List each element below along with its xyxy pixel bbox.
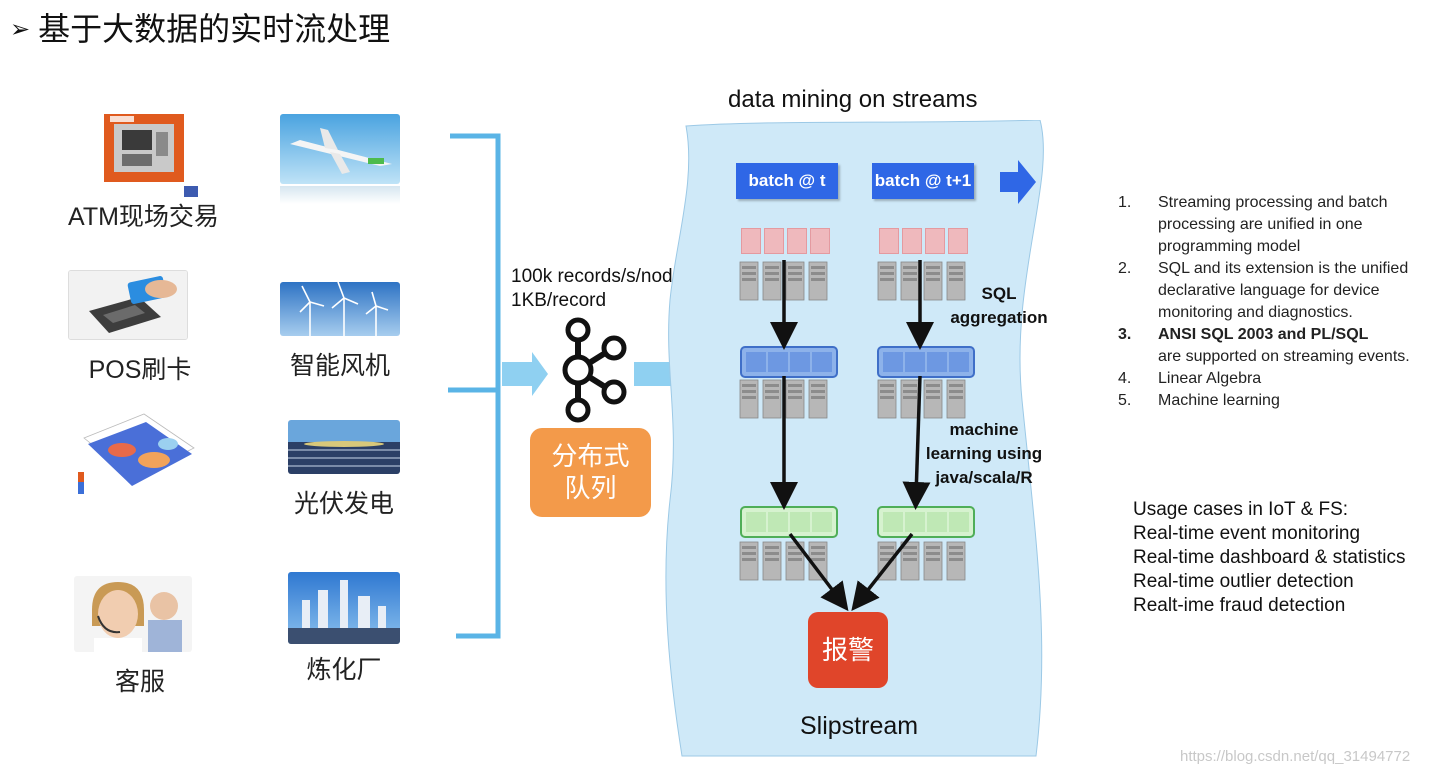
feature-text: Streaming processing and batch processin…	[1158, 194, 1388, 255]
arrow-to-kafka-icon	[502, 352, 548, 396]
title-text: 基于大数据的实时流处理	[38, 11, 391, 47]
kafka-record-size: 1KB/record	[511, 290, 607, 311]
usage-item: Real-time outlier detection	[1133, 571, 1354, 592]
input-records-t1	[879, 228, 968, 254]
kafka-logo-icon	[562, 317, 627, 423]
usage-item: Realt-ime fraud detection	[1133, 595, 1346, 616]
source-label-service: 客服	[114, 668, 165, 696]
solar-farm-icon	[288, 420, 400, 474]
source-label-wind: 智能风机	[289, 352, 390, 380]
queue-label: 分布式 队列	[551, 441, 630, 503]
atm-machine-icon	[100, 112, 188, 184]
feature-item: 4. Linear Algebra	[1118, 368, 1418, 390]
feature-list: 1. Streaming processing and batch proces…	[1118, 192, 1418, 412]
feature-text: Linear Algebra	[1158, 370, 1262, 387]
title-arrow-icon: ➢	[10, 16, 31, 43]
source-label-pos: POS刷卡	[88, 356, 192, 384]
slipstream-label: Slipstream	[800, 712, 919, 740]
feature-item: 5. Machine learning	[1118, 390, 1418, 412]
batch-t-label: batch @ t	[736, 163, 838, 199]
feature-item: 1. Streaming processing and batch proces…	[1118, 192, 1418, 258]
marker-square	[184, 186, 198, 197]
page-title: ➢ 基于大数据的实时流处理	[10, 4, 390, 50]
source-label-refinery: 炼化厂	[306, 656, 382, 684]
flow-arrows	[770, 260, 934, 612]
feature-text: Machine learning	[1158, 392, 1280, 409]
pos-terminal-icon	[68, 270, 188, 340]
airplane-icon	[280, 114, 400, 184]
wind-turbines-icon	[280, 282, 400, 336]
usage-item: Real-time event monitoring	[1133, 523, 1361, 544]
distributed-queue-box: 分布式 队列	[530, 428, 651, 517]
source-label-solar: 光伏发电	[293, 490, 394, 518]
usage-item: Real-time dashboard & statistics	[1133, 547, 1406, 568]
kafka-rate: 100k records/s/node	[511, 266, 684, 287]
source-label-atm: ATM现场交易	[68, 203, 219, 231]
input-records-t	[741, 228, 830, 254]
stage-label-sql: SQL aggregation	[950, 284, 1048, 327]
alarm-box: 报警	[808, 612, 888, 688]
usage-cases: Usage cases in IoT & FS: Real-time event…	[1133, 498, 1405, 618]
surface-plot-icon	[74, 408, 200, 504]
airplane-reflection	[280, 186, 400, 204]
call-center-agents-icon	[74, 576, 192, 652]
time-forward-arrow-icon	[1000, 160, 1036, 204]
feature-item: 2. SQL and its extension is the unified …	[1118, 258, 1418, 324]
stage-label-ml: machine learning using java/scala/R	[925, 420, 1043, 487]
feature-text: SQL and its extension is the unified dec…	[1158, 260, 1409, 321]
watermark: https://blog.csdn.net/qq_31494772	[1180, 748, 1411, 765]
ml-stage-t1	[877, 506, 975, 538]
refinery-icon	[288, 572, 400, 644]
usage-heading: Usage cases in IoT & FS:	[1133, 499, 1349, 520]
batch-t1-label: batch @ t+1	[872, 163, 974, 199]
stream-title: data mining on streams	[728, 86, 978, 113]
